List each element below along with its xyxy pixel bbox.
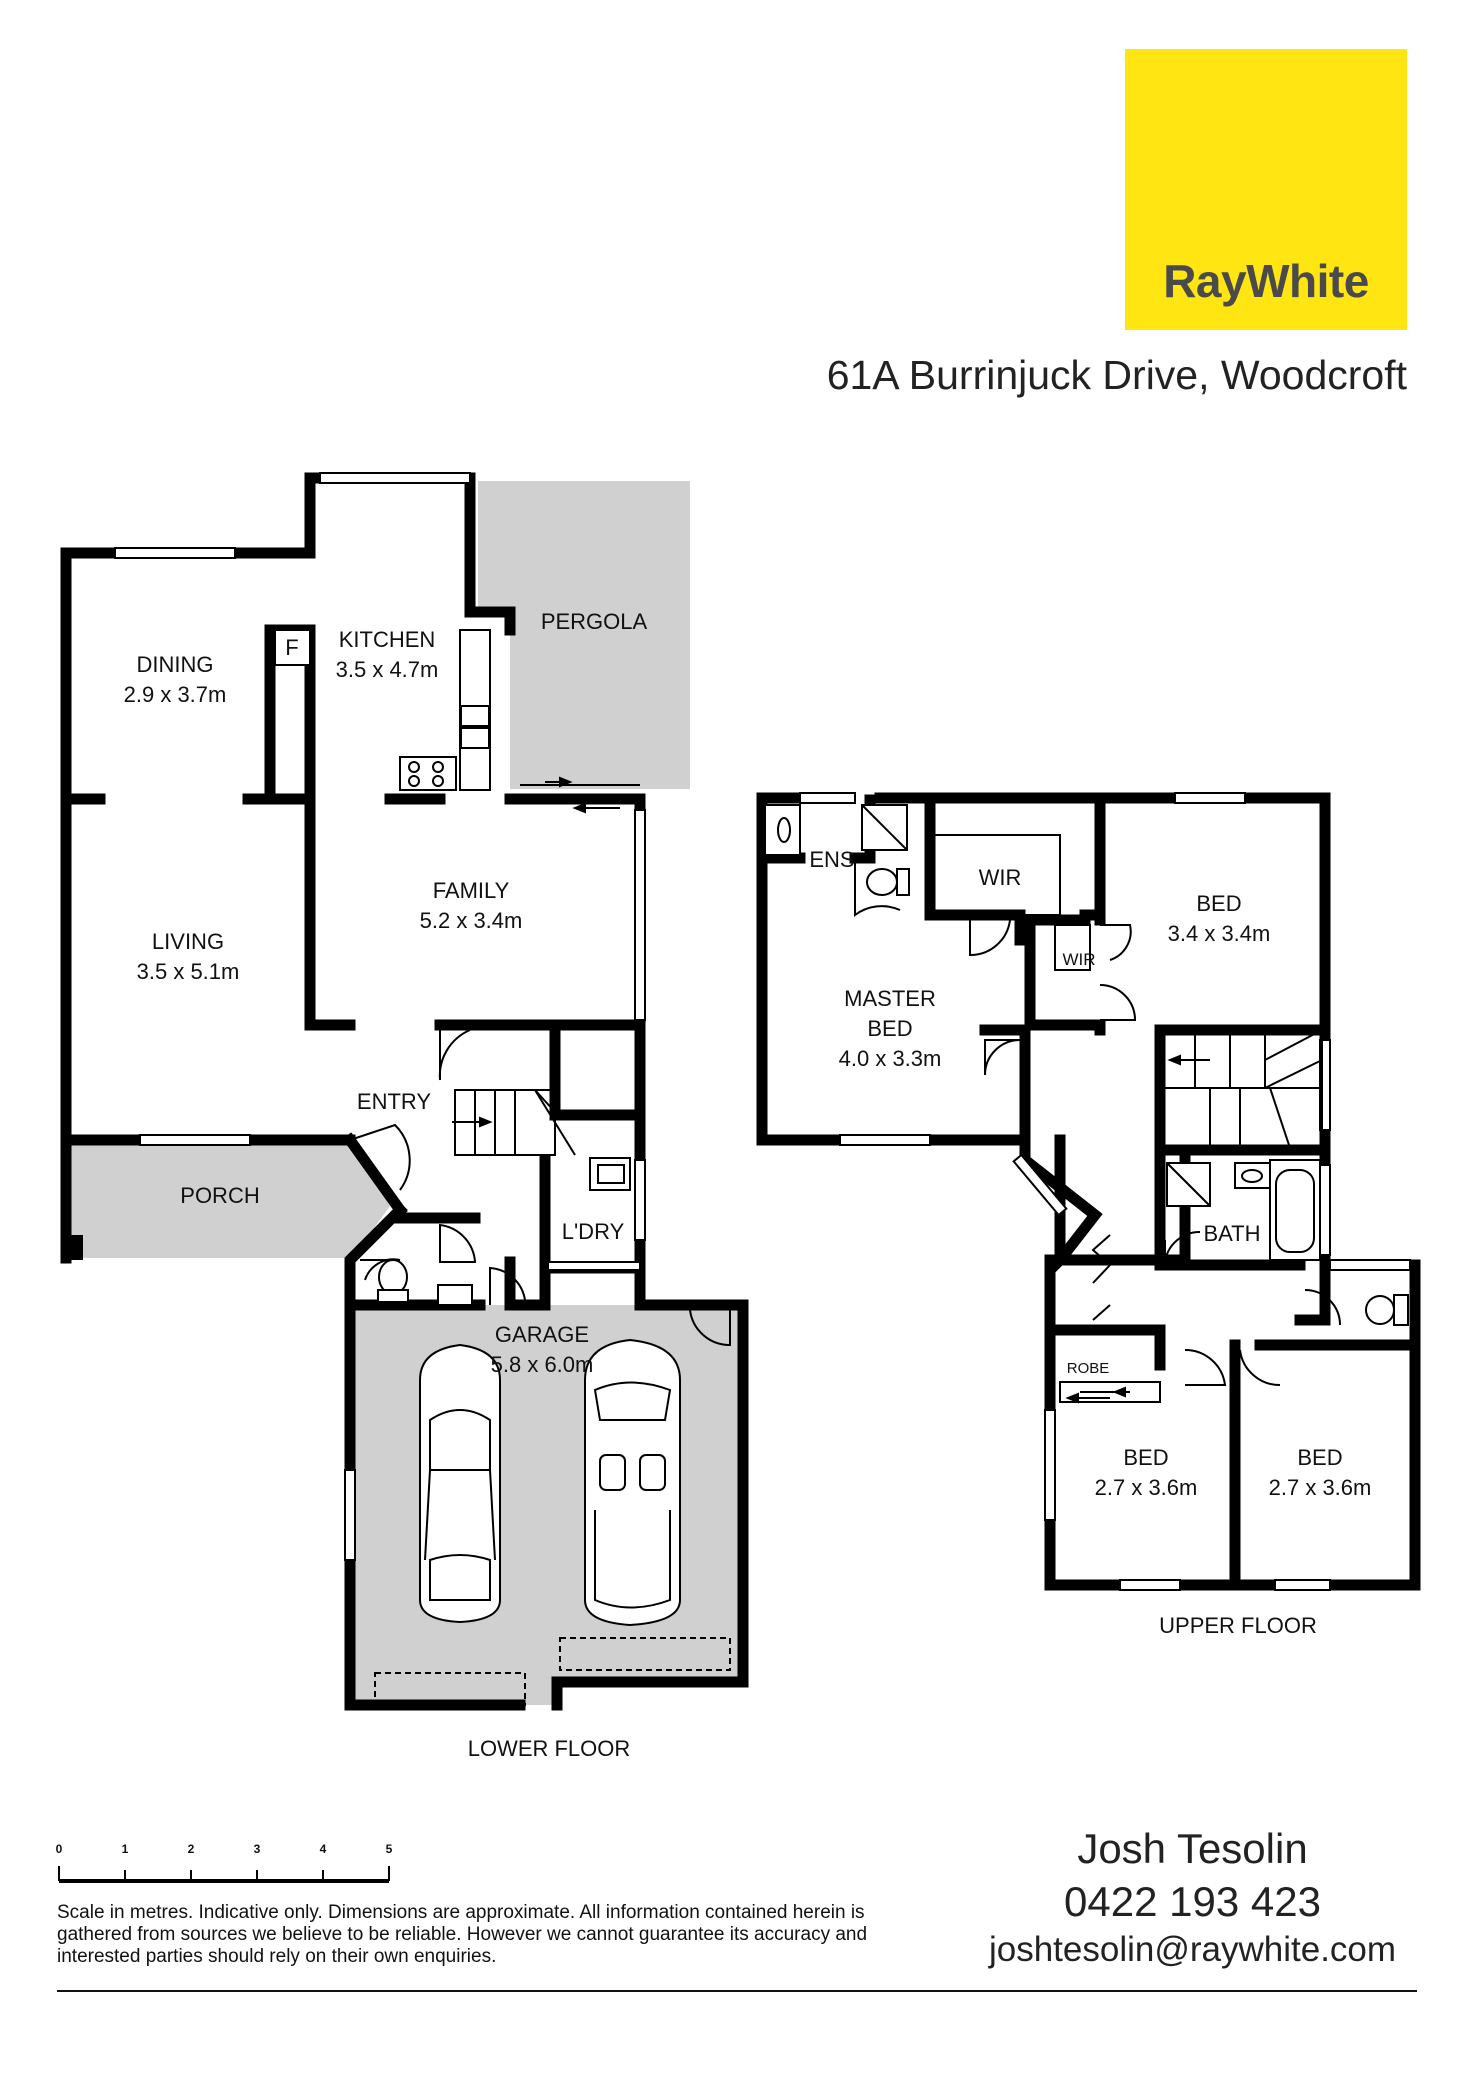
family-label: FAMILY (433, 878, 510, 903)
agent-name: Josh Tesolin (1077, 1825, 1308, 1872)
upper-doors (1059, 1234, 1281, 1404)
master-size: 4.0 x 3.3m (839, 1046, 942, 1071)
lower-floor-title: LOWER FLOOR (468, 1736, 631, 1761)
laundry-fixtures (547, 1157, 641, 1271)
garage-doors (374, 1305, 731, 1706)
master-label-1: MASTER (844, 986, 936, 1011)
property-address: 61A Burrinjuck Drive, Woodcroft (826, 352, 1407, 398)
bed3-label: BED (1297, 1445, 1342, 1470)
bed2-size: 2.7 x 3.6m (1095, 1475, 1198, 1500)
disclaimer: Scale in metres. Indicative only. Dimens… (57, 1902, 868, 1967)
scale-tick-label: 3 (254, 1842, 261, 1856)
bathroom-fixtures (1164, 1159, 1409, 1326)
upper-labels: ENS WIR WIR BED 3.4 x 3.4m MASTER BED 4.… (809, 847, 1371, 1638)
porch-area (66, 1140, 390, 1258)
agent-phone[interactable]: 0422 193 423 (1064, 1878, 1321, 1925)
bed1-size: 3.4 x 3.4m (1168, 921, 1271, 946)
agent-email[interactable]: joshtesolin@raywhite.com (988, 1930, 1397, 1969)
bath-label: BATH (1203, 1221, 1260, 1246)
lower-labels: DINING 2.9 x 3.7m KITCHEN 3.5 x 4.7m F P… (124, 609, 648, 1761)
dining-label: DINING (137, 652, 214, 677)
wir-small-label: WIR (1062, 950, 1095, 969)
bed1-label: BED (1196, 891, 1241, 916)
dining-size: 2.9 x 3.7m (124, 682, 227, 707)
wir-master-label: WIR (979, 865, 1022, 890)
car-left-icon (419, 1343, 501, 1624)
kitchen-fixtures (274, 629, 491, 791)
upper-stairs (1159, 1029, 1323, 1149)
family-size: 5.2 x 3.4m (420, 908, 523, 933)
bed3-size: 2.7 x 3.6m (1269, 1475, 1372, 1500)
fridge-label: F (285, 635, 298, 660)
brand-name: RayWhite (1163, 255, 1369, 307)
kitchen-label: KITCHEN (339, 627, 436, 652)
scale-tick-label: 5 (386, 1842, 393, 1856)
ensuite-label: ENS (809, 847, 854, 872)
pergola-area (478, 481, 690, 789)
entry-door (349, 1123, 411, 1191)
laundry-label: L'DRY (562, 1219, 625, 1244)
scale-tick-label: 2 (188, 1842, 195, 1856)
pergola-door (520, 776, 640, 814)
scale-bar (58, 1866, 390, 1883)
living-label: LIVING (152, 929, 224, 954)
upper-floor-title: UPPER FLOOR (1159, 1613, 1317, 1638)
car-right-icon (584, 1338, 681, 1627)
lower-floor-windows (114, 472, 646, 1561)
upper-floor-windows (799, 792, 1411, 1591)
pergola-label: PERGOLA (541, 609, 648, 634)
garage-size: 5.8 x 6.0m (491, 1352, 594, 1377)
raywhite-logo: RayWhite (1125, 49, 1407, 330)
lower-stairs (438, 1029, 576, 1156)
scale-labels: 0 1 2 3 4 5 (56, 1842, 393, 1856)
bed2-label: BED (1123, 1445, 1168, 1470)
ensuite-fixtures (764, 804, 910, 917)
porch-corner-post (61, 1235, 83, 1260)
footer-divider (57, 1990, 1417, 1992)
kitchen-size: 3.5 x 4.7m (336, 657, 439, 682)
scale-tick-label: 4 (320, 1842, 327, 1856)
wir-fixtures (929, 834, 1137, 1076)
scale-tick-label: 0 (56, 1842, 63, 1856)
robe-label: ROBE (1067, 1360, 1110, 1377)
garage-label: GARAGE (495, 1322, 589, 1347)
master-label-2: BED (867, 1016, 912, 1041)
entry-label: ENTRY (357, 1089, 431, 1114)
scale-tick-label: 1 (122, 1842, 129, 1856)
powder-room (360, 1223, 526, 1306)
porch-label: PORCH (180, 1183, 259, 1208)
living-size: 3.5 x 5.1m (137, 959, 240, 984)
